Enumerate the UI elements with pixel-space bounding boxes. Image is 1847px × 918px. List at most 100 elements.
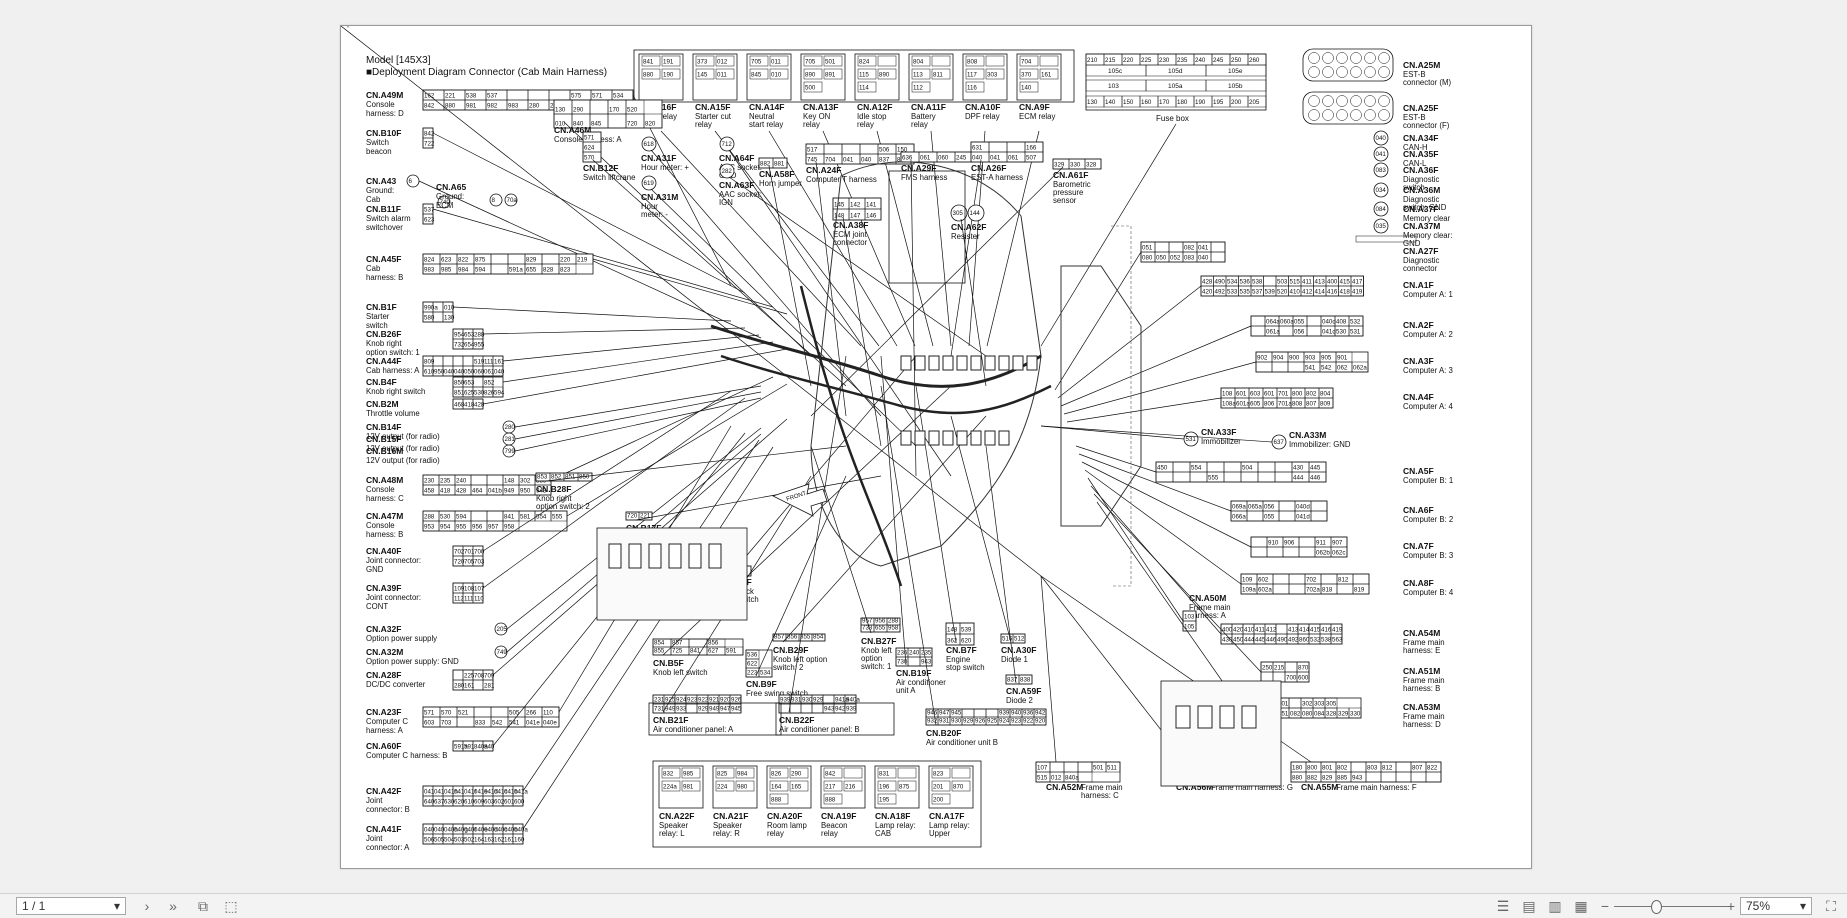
pin-label: 215 — [1274, 665, 1285, 672]
pin-label: 235 — [440, 478, 451, 485]
wire-line — [432, 132, 746, 294]
pin-label: 809 — [424, 359, 435, 366]
connector-desc: EST-B — [1403, 70, 1426, 79]
pin-label: 949 — [709, 706, 720, 713]
pin-label: 609 — [474, 799, 485, 806]
wire-line — [635, 475, 882, 521]
pin-label: 083 — [1184, 255, 1195, 262]
pin-label: 939 — [846, 706, 857, 713]
connector-desc: connector: B — [366, 805, 410, 814]
pin-label: 939 — [999, 710, 1010, 717]
fullscreen-icon[interactable]: ⛶ — [1826, 897, 1836, 914]
layout-continuous-icon[interactable]: ▤ — [1522, 897, 1536, 914]
pin-label: 445 — [1310, 465, 1321, 472]
relay-desc: relay: R — [713, 829, 740, 838]
connector-desc: Cab — [366, 264, 381, 273]
pin-label: 040d — [484, 827, 498, 834]
pin-circle — [437, 195, 451, 209]
relay-desc: Beacon — [821, 821, 847, 830]
connector-desc: Computer B: 2 — [1403, 515, 1453, 524]
zoom-out-icon[interactable]: − — [1600, 898, 1610, 914]
pin-label: 6 — [409, 178, 413, 185]
pin-label: 041d — [1322, 329, 1336, 336]
pin-label: 840a — [1065, 775, 1079, 782]
zoom-slider-track[interactable] — [1614, 906, 1728, 907]
pin-label: 541 — [509, 720, 520, 727]
zoom-selector[interactable]: 75% ▾ — [1740, 897, 1812, 915]
layout-book-icon[interactable]: ▦ — [1574, 897, 1588, 914]
connector-desc: Computer C harness: B — [366, 751, 447, 760]
pin-label: 882 — [760, 161, 771, 168]
connector-desc: connector — [833, 238, 868, 247]
pin-label: 446 — [1266, 637, 1277, 644]
relay-code: CN.A10F — [965, 102, 1000, 112]
relay-code: CN.A11F — [911, 102, 946, 112]
relay-desc: Lamp relay: — [929, 821, 970, 830]
layout-single-icon[interactable]: ☰ — [1496, 897, 1510, 914]
layout-two-page-icon[interactable]: ▥ — [1548, 897, 1562, 914]
pin-label: 845 — [591, 121, 602, 128]
pin-label: 464 — [472, 488, 483, 495]
connector-code: CN.A64F — [719, 153, 754, 163]
pin-label: 856 — [708, 640, 719, 647]
crop-icon[interactable]: ⬚ — [224, 897, 238, 914]
connector-code: CN.A50M — [1189, 593, 1226, 603]
wire-line — [714, 130, 880, 347]
pin-label: 640 — [341, 26, 352, 28]
connector-code: CN.A25M — [1403, 60, 1440, 70]
connector-desc: Computer A: 1 — [1403, 290, 1453, 299]
prev-page-icon[interactable]: › — [144, 898, 150, 914]
pin-label: 280 — [529, 103, 540, 110]
connector-code: CN.B7F — [946, 645, 977, 655]
pin-label: 704 — [1021, 59, 1032, 66]
pin-label: 082 — [1290, 711, 1301, 718]
connector-desc: Computer C — [366, 717, 408, 726]
fuse-label: 140 — [1105, 99, 1116, 106]
relay-code: CN.A21F — [713, 811, 748, 821]
pin-label: 492 — [1288, 637, 1299, 644]
page-selector[interactable]: 1 / 1 ▾ — [16, 897, 126, 915]
pin-label: 290 — [791, 771, 802, 778]
copy-icon[interactable]: ⧉ — [198, 897, 208, 914]
pin-label: 040b — [504, 827, 518, 834]
est-b-connector — [1302, 91, 1394, 125]
diagram-title: ■Deployment Diagram Connector (Cab Main … — [366, 67, 607, 78]
pin-label: 601a — [1236, 401, 1250, 408]
zoom-in-icon[interactable]: + — [1726, 898, 1736, 914]
connector-desc: Knob right switch — [366, 387, 425, 396]
pin-label: 823 — [933, 771, 944, 778]
last-page-icon[interactable]: » — [169, 898, 177, 914]
pin-label: 922 — [1023, 718, 1034, 725]
pin-label: 870 — [1298, 665, 1309, 672]
relay-desc: Idle stop — [857, 112, 887, 121]
pin-label: 932 — [927, 718, 938, 725]
pin-label: 984 — [458, 267, 469, 274]
wire-line — [822, 130, 916, 347]
connector-code: CN.A47M — [366, 511, 403, 521]
wire-line — [755, 475, 847, 677]
connector-desc: Engine — [946, 655, 970, 664]
connector-desc: Knob right — [536, 494, 572, 503]
pin-label: 745 — [807, 157, 818, 164]
fuse-label: 225 — [1141, 57, 1152, 64]
pin-label: 957 — [341, 26, 352, 28]
pin-label: 062b — [1316, 550, 1330, 557]
pin-label: 826 — [484, 390, 495, 397]
zoom-slider-thumb[interactable] — [1651, 900, 1662, 914]
pin-label: 414 — [1315, 289, 1326, 296]
connector-cn-a57m: 260806805534535953954955956957640CN.A57M… — [341, 26, 408, 28]
pin-label: 162 — [494, 837, 505, 844]
connector-code: CN.B27F — [861, 636, 896, 646]
